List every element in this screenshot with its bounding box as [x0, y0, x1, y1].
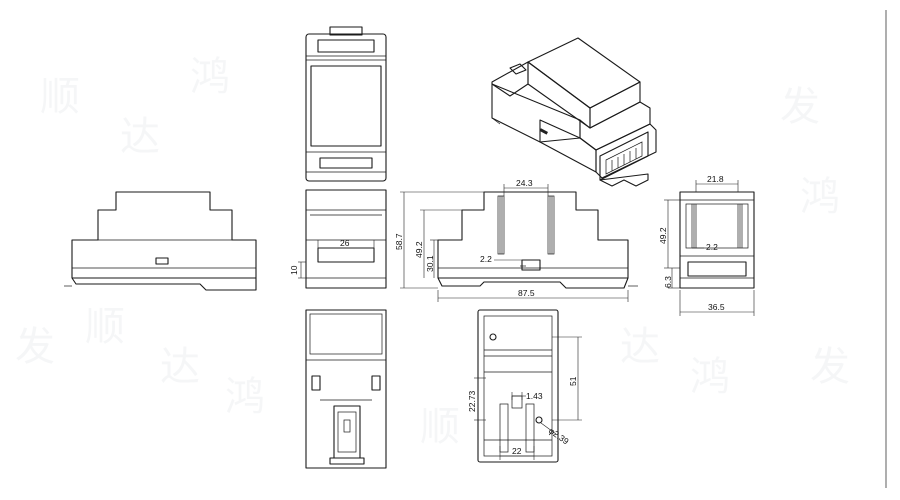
svg-text:2.2: 2.2	[480, 254, 492, 264]
svg-text:达: 达	[620, 324, 660, 370]
svg-text:6.3: 6.3	[663, 276, 673, 288]
isometric-view	[491, 37, 657, 187]
svg-text:26: 26	[340, 238, 350, 248]
top-view	[305, 26, 387, 182]
svg-text:鸿: 鸿	[690, 354, 730, 400]
svg-text:2.2: 2.2	[706, 242, 718, 252]
svg-text:达: 达	[160, 344, 200, 390]
svg-text:顺: 顺	[85, 304, 125, 350]
svg-text:发: 发	[15, 324, 55, 370]
section-view: 24.3 58.7 49.2 30.1 2.2 87.5	[394, 178, 638, 302]
svg-text:发: 发	[780, 84, 820, 130]
end-view: 21.8 49.2 2.2 6.3 36.5	[658, 174, 755, 316]
svg-text:发: 发	[810, 344, 850, 390]
svg-text:30.1: 30.1	[425, 255, 435, 272]
watermark: 顺 达 鸿 发 顺 达 鸿 顺 达 鸿 发 鸿 发	[15, 54, 850, 450]
svg-text:1.43: 1.43	[526, 391, 543, 401]
svg-text:φ2.39: φ2.39	[547, 425, 571, 446]
left-side-view	[64, 191, 257, 291]
svg-text:21.8: 21.8	[707, 174, 724, 184]
svg-text:22: 22	[512, 446, 522, 456]
svg-text:鸿: 鸿	[190, 54, 230, 100]
svg-text:22.73: 22.73	[467, 390, 477, 412]
svg-text:10: 10	[289, 265, 299, 275]
svg-text:顺: 顺	[40, 74, 80, 120]
svg-text:49.2: 49.2	[414, 241, 424, 258]
svg-text:36.5: 36.5	[708, 302, 725, 312]
svg-text:顺: 顺	[420, 404, 460, 450]
svg-text:达: 达	[120, 114, 160, 160]
svg-text:鸿: 鸿	[800, 174, 840, 220]
svg-text:24.3: 24.3	[516, 178, 533, 188]
front-view: 26 10	[289, 189, 387, 289]
svg-text:51: 51	[568, 376, 578, 386]
svg-text:58.7: 58.7	[394, 233, 404, 250]
bottom-view	[305, 309, 387, 469]
svg-text:87.5: 87.5	[518, 288, 535, 298]
svg-text:鸿: 鸿	[225, 374, 265, 420]
bottom-detail-view: 51 22.73 1.43 22 φ2.39	[467, 309, 582, 463]
svg-text:49.2: 49.2	[658, 227, 668, 244]
